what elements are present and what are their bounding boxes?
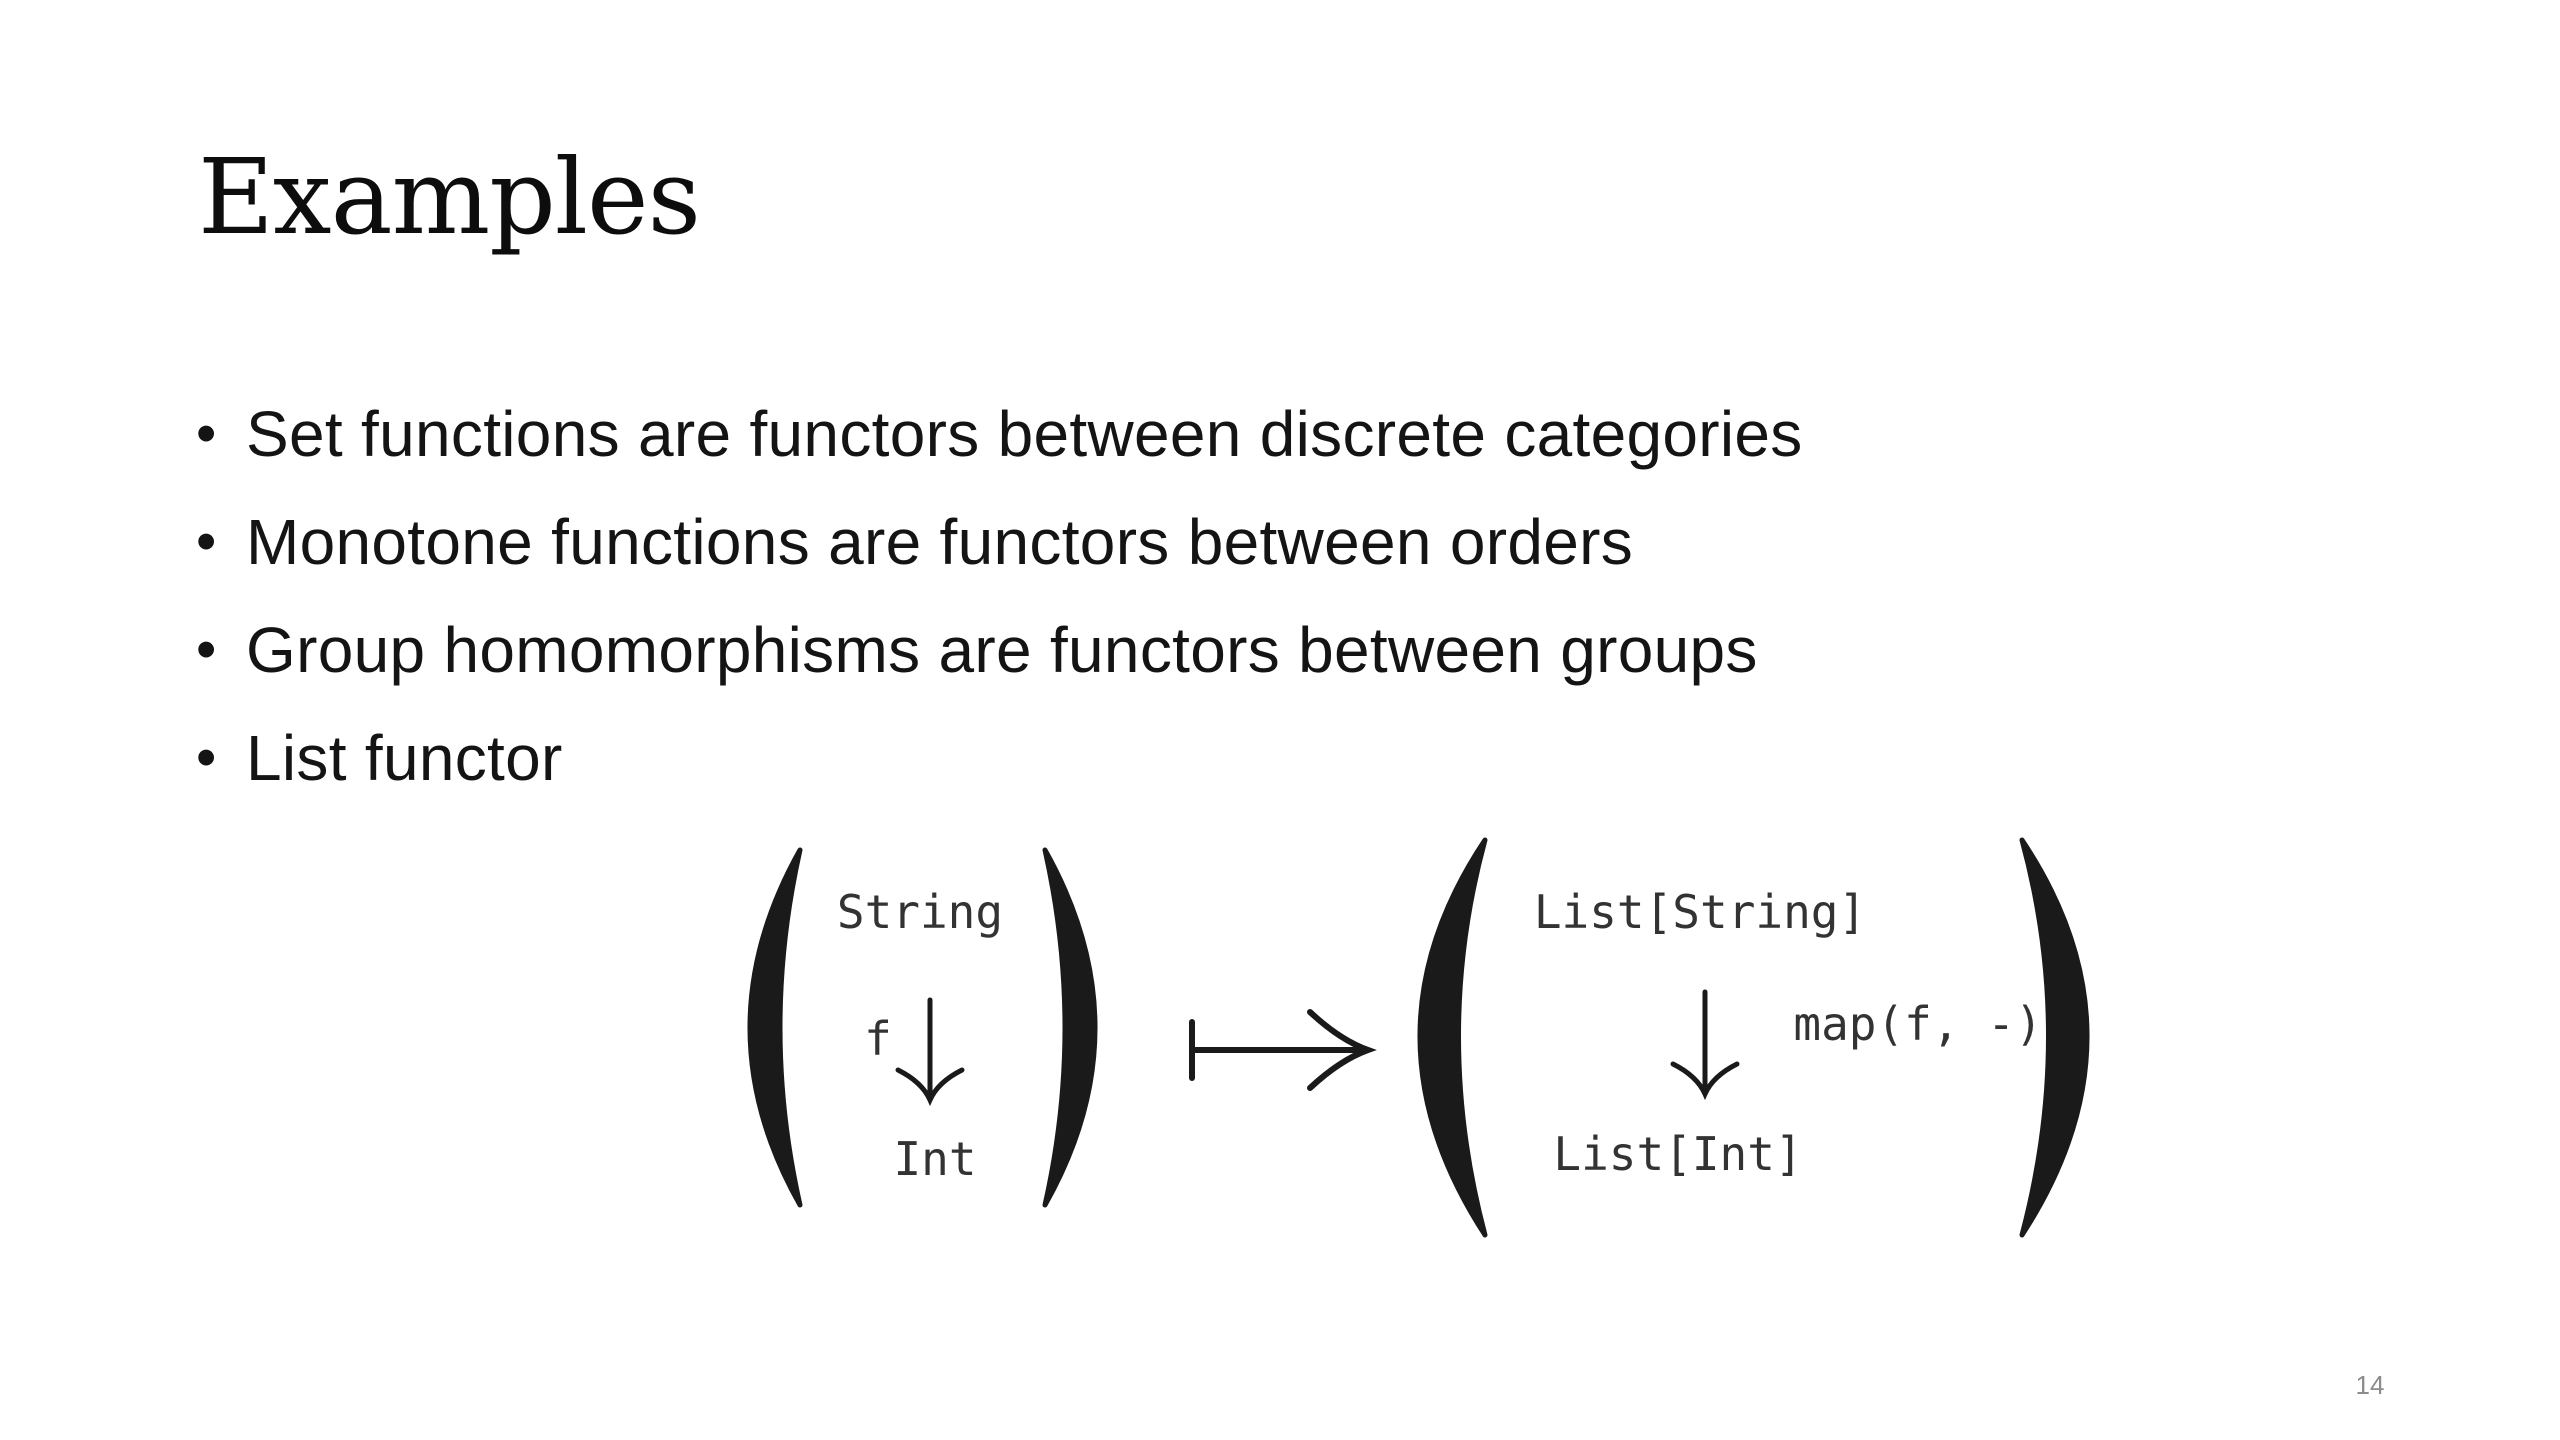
left-source-object: String [837,885,1003,939]
down-arrow-icon [1670,989,1740,1101]
bullet-item: • Monotone functions are functors betwee… [196,498,1803,606]
slide-title: Examples [198,136,701,258]
bullet-dot-icon: • [196,509,217,574]
right-arrow-label: map(f, -) [1793,997,2042,1051]
right-open-paren [1417,837,1488,1238]
left-open-paren [747,847,803,1208]
bullet-text: Group homomorphisms are functors between… [246,614,1758,686]
bullet-item: • Group homomorphisms are functors betwe… [196,606,1803,714]
right-target-object: List[Int] [1553,1127,1802,1181]
bullet-dot-icon: • [196,725,217,790]
mapsto-arrow-icon [1189,1009,1377,1091]
bullet-text: List functor [246,722,563,794]
left-arrow-label: f [864,1012,892,1066]
bullet-text: Monotone functions are functors between … [246,506,1634,578]
down-arrow-icon [895,997,965,1107]
bullet-list: • Set functions are functors between dis… [196,390,1803,822]
bullet-dot-icon: • [196,401,217,466]
page-number: 14 [2355,1370,2385,1400]
bullet-text: Set functions are functors between discr… [246,398,1803,470]
right-close-paren [2019,837,2090,1238]
left-target-object: Int [893,1132,976,1186]
bullet-item: • List functor [196,714,1803,822]
right-source-object: List[String] [1534,885,1866,939]
bullet-item: • Set functions are functors between dis… [196,390,1803,498]
left-close-paren [1042,847,1098,1208]
bullet-dot-icon: • [196,617,217,682]
